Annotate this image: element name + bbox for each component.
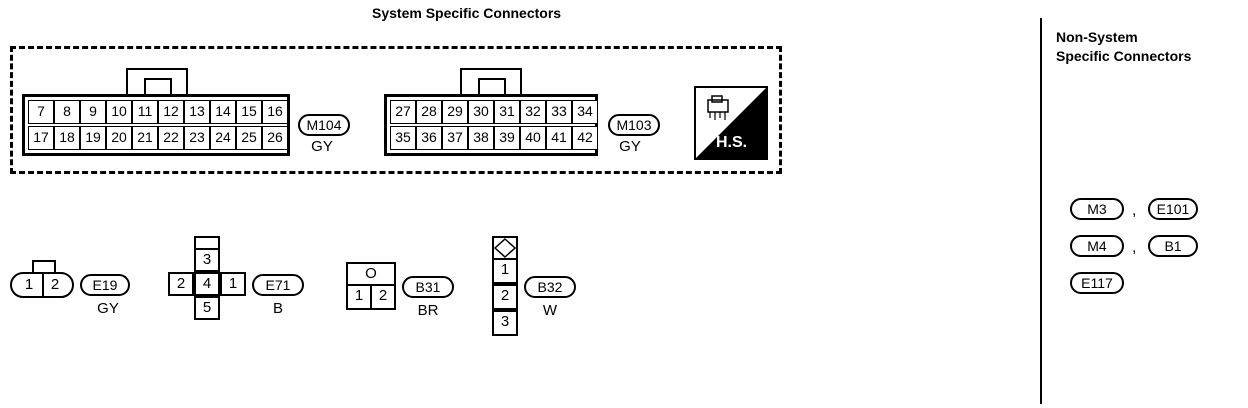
connector-e71-pin-3: 3 — [194, 248, 220, 272]
connector-b32-id: B32 — [524, 276, 576, 298]
non-system-title-line2: Specific Connectors — [1056, 48, 1192, 64]
connector-m103-pin-40: 40 — [520, 126, 546, 150]
connector-m104-pin-15: 15 — [236, 100, 262, 124]
connector-e71-pin-1: 1 — [220, 272, 246, 296]
connector-e71-pin-5: 5 — [194, 296, 220, 320]
connector-m103-pin-32: 32 — [520, 100, 546, 124]
connector-m103-pin-31: 31 — [494, 100, 520, 124]
connector-e71-pin-2: 2 — [168, 272, 194, 296]
connector-m104-pin-20: 20 — [106, 126, 132, 150]
connector-m103-pin-28: 28 — [416, 100, 442, 124]
connector-m104-color: GY — [311, 138, 333, 155]
non-system-connector-m3: M3 — [1070, 198, 1124, 220]
connector-b31-id: B31 — [402, 276, 454, 298]
connector-m103-lock-tab — [460, 68, 522, 96]
connector-m103-pin-29: 29 — [442, 100, 468, 124]
connector-m104-pin-8: 8 — [54, 100, 80, 124]
connector-m104-pin-7: 7 — [28, 100, 54, 124]
connector-m103-pin-35: 35 — [390, 126, 416, 150]
connector-b32-pin-2: 2 — [492, 284, 518, 310]
connector-e19-tab — [32, 260, 56, 272]
section-divider — [1040, 18, 1042, 404]
connector-m104-pin-25: 25 — [236, 126, 262, 150]
connector-m104-pin-17: 17 — [28, 126, 54, 150]
connector-e19-color: GY — [97, 300, 119, 317]
connector-e19-id: E19 — [80, 274, 130, 296]
connector-m104-pin-12: 12 — [158, 100, 184, 124]
non-system-connector-b1: B1 — [1148, 235, 1198, 257]
connector-m104-pin-26: 26 — [262, 126, 288, 150]
connector-b31-pin-2: 2 — [370, 284, 396, 310]
connector-m103-pin-42: 42 — [572, 126, 598, 150]
connector-e19-pin-2: 2 — [50, 276, 60, 293]
connector-m103-pin-41: 41 — [546, 126, 572, 150]
connector-m104-pin-9: 9 — [80, 100, 106, 124]
connector-m103-pin-27: 27 — [390, 100, 416, 124]
non-system-title-line1: Non-System — [1056, 29, 1138, 45]
connector-m104-pin-23: 23 — [184, 126, 210, 150]
harness-side-symbol: H.S. — [694, 86, 768, 160]
connector-b31-top: O — [346, 262, 396, 286]
harness-side-icon — [696, 88, 766, 158]
connector-b31-pin-1: 1 — [346, 284, 372, 310]
connector-m104-pin-16: 16 — [262, 100, 288, 124]
connector-e71-color: B — [272, 300, 283, 317]
connector-m103-pin-39: 39 — [494, 126, 520, 150]
connector-m104-lock-tab-inner — [144, 78, 172, 98]
connector-m104-pin-21: 21 — [132, 126, 158, 150]
connector-e19-pin-1: 1 — [24, 276, 34, 293]
hs-label: H.S. — [716, 134, 748, 151]
system-connectors-frame — [10, 46, 782, 174]
connector-m104-pin-13: 13 — [184, 100, 210, 124]
non-system-connector-m4: M4 — [1070, 235, 1124, 257]
connector-m103-pin-30: 30 — [468, 100, 494, 124]
connector-m103-pin-37: 37 — [442, 126, 468, 150]
connector-m104-lock-tab — [126, 68, 188, 96]
connector-m104-pin-14: 14 — [210, 100, 236, 124]
connector-m104-id: M104 — [298, 114, 350, 136]
connector-m103-pin-38: 38 — [468, 126, 494, 150]
list-separator: , — [1132, 202, 1137, 219]
connector-b31-color: BR — [417, 302, 439, 319]
list-separator: , — [1132, 239, 1137, 256]
connector-m104-pin-18: 18 — [54, 126, 80, 150]
connector-m103-pin-36: 36 — [416, 126, 442, 150]
diamond-icon — [494, 238, 516, 258]
connector-b32-pin-3: 3 — [492, 310, 518, 336]
connector-e19-pin-divider — [42, 272, 44, 298]
connector-m103-color: GY — [619, 138, 641, 155]
connector-m103-pin-33: 33 — [546, 100, 572, 124]
non-system-connector-e101: E101 — [1148, 198, 1198, 220]
connector-m104-pin-22: 22 — [158, 126, 184, 150]
connector-m103-pin-34: 34 — [572, 100, 598, 124]
connector-m104-pin-10: 10 — [106, 100, 132, 124]
connector-m104-pin-19: 19 — [80, 126, 106, 150]
connector-e71-pin-4: 4 — [194, 272, 220, 296]
connector-m104-pin-24: 24 — [210, 126, 236, 150]
connector-m103-id: M103 — [608, 114, 660, 136]
connector-m104-pin-11: 11 — [132, 100, 158, 124]
system-specific-title: System Specific Connectors — [372, 5, 562, 21]
non-system-connector-e117: E117 — [1070, 272, 1124, 294]
connector-e71-id: E71 — [252, 274, 304, 296]
connector-b32-key — [492, 236, 518, 260]
connector-b32-pin-1: 1 — [492, 258, 518, 284]
connector-m103-lock-tab-inner — [478, 78, 506, 98]
connector-b32-color: W — [542, 302, 558, 319]
